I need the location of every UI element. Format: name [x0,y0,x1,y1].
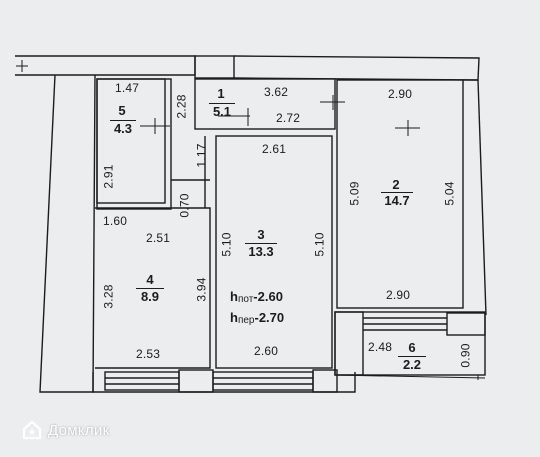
room-6-number: 6 [408,340,416,355]
tick [334,374,486,379]
ceiling-height-prefix: h [230,289,238,304]
watermark: Домклик [22,420,110,440]
watermark-brand: Домклик [48,421,110,439]
dim-r5-right: 2.28 [174,94,189,119]
room-2-number: 2 [392,177,400,192]
dim-r1-top: 3.62 [264,85,289,99]
dim-r1-v-lower: 0.70 [177,193,192,218]
window-room-4 [104,371,180,391]
dim-r3-top: 2.61 [262,142,287,156]
floor-height-sub: пер [237,315,255,326]
room-5-area: 4.3 [110,120,136,136]
dim-r4-bottom: 2.53 [136,347,161,361]
floor-height-prefix: h [230,310,238,325]
pier-right [312,369,338,393]
dim-r3-right: 5.10 [312,232,327,257]
dim-r2-top: 2.90 [388,87,413,101]
dim-r1-bottom: 2.72 [276,111,301,125]
room-4-area: 8.9 [136,288,164,304]
ceiling-height-sub: пот [237,294,254,305]
room-2-outline [336,79,464,309]
room-2-right-wall-outer [477,79,487,316]
dim-r2-right: 5.04 [442,181,457,206]
pier-left [178,369,214,393]
dim-r2-bottom: 2.90 [386,288,411,302]
dim-r4-right: 3.94 [194,277,209,302]
dim-r5-top: 1.47 [115,81,140,95]
dim-r6-width: 2.48 [368,340,393,354]
outer-wall-left [39,74,96,393]
room-3-number: 3 [257,227,265,242]
room-3-area: 13.3 [245,243,277,259]
dim-r4-left: 3.28 [101,284,116,309]
room-5-number: 5 [118,103,126,118]
ceiling-height-value: -2.60 [253,289,283,304]
entry-gap [194,55,235,79]
window-room-3 [212,371,314,391]
outer-wall-bottom [92,372,356,393]
ceiling-height: hпот-2.60 [230,289,283,305]
dim-r4-top: 2.51 [146,231,171,245]
domclick-logo-icon [22,420,42,440]
outer-wall-top [15,55,196,76]
floor-height-value: -2.70 [254,310,285,325]
dim-r1-v-upper: 1.17 [194,143,209,168]
dim-r3-left: 5.10 [219,232,234,257]
floor-height: hпер-2.70 [230,310,284,326]
room-4-number: 4 [146,272,154,287]
dim-r2-left: 5.09 [347,181,362,206]
room-4-outline [95,207,211,369]
room-1-number: 1 [217,86,225,101]
dim-r4-top-left: 1.60 [103,214,128,228]
balcony-column-left [334,311,364,376]
dim-r5-left: 2.91 [101,164,116,189]
room-1-area: 5.1 [209,103,235,119]
dim-r3-bottom: 2.60 [254,344,279,358]
room-3-outline [215,135,333,369]
balcony-column-right [446,312,486,336]
outer-wall-top-right [233,55,480,81]
dim-r6-depth: 0.90 [458,343,473,368]
room-2-area: 14.7 [381,192,413,208]
room-1-outline [194,78,336,130]
room-5-wall [96,78,172,210]
room-6-area: 2.2 [398,356,426,372]
